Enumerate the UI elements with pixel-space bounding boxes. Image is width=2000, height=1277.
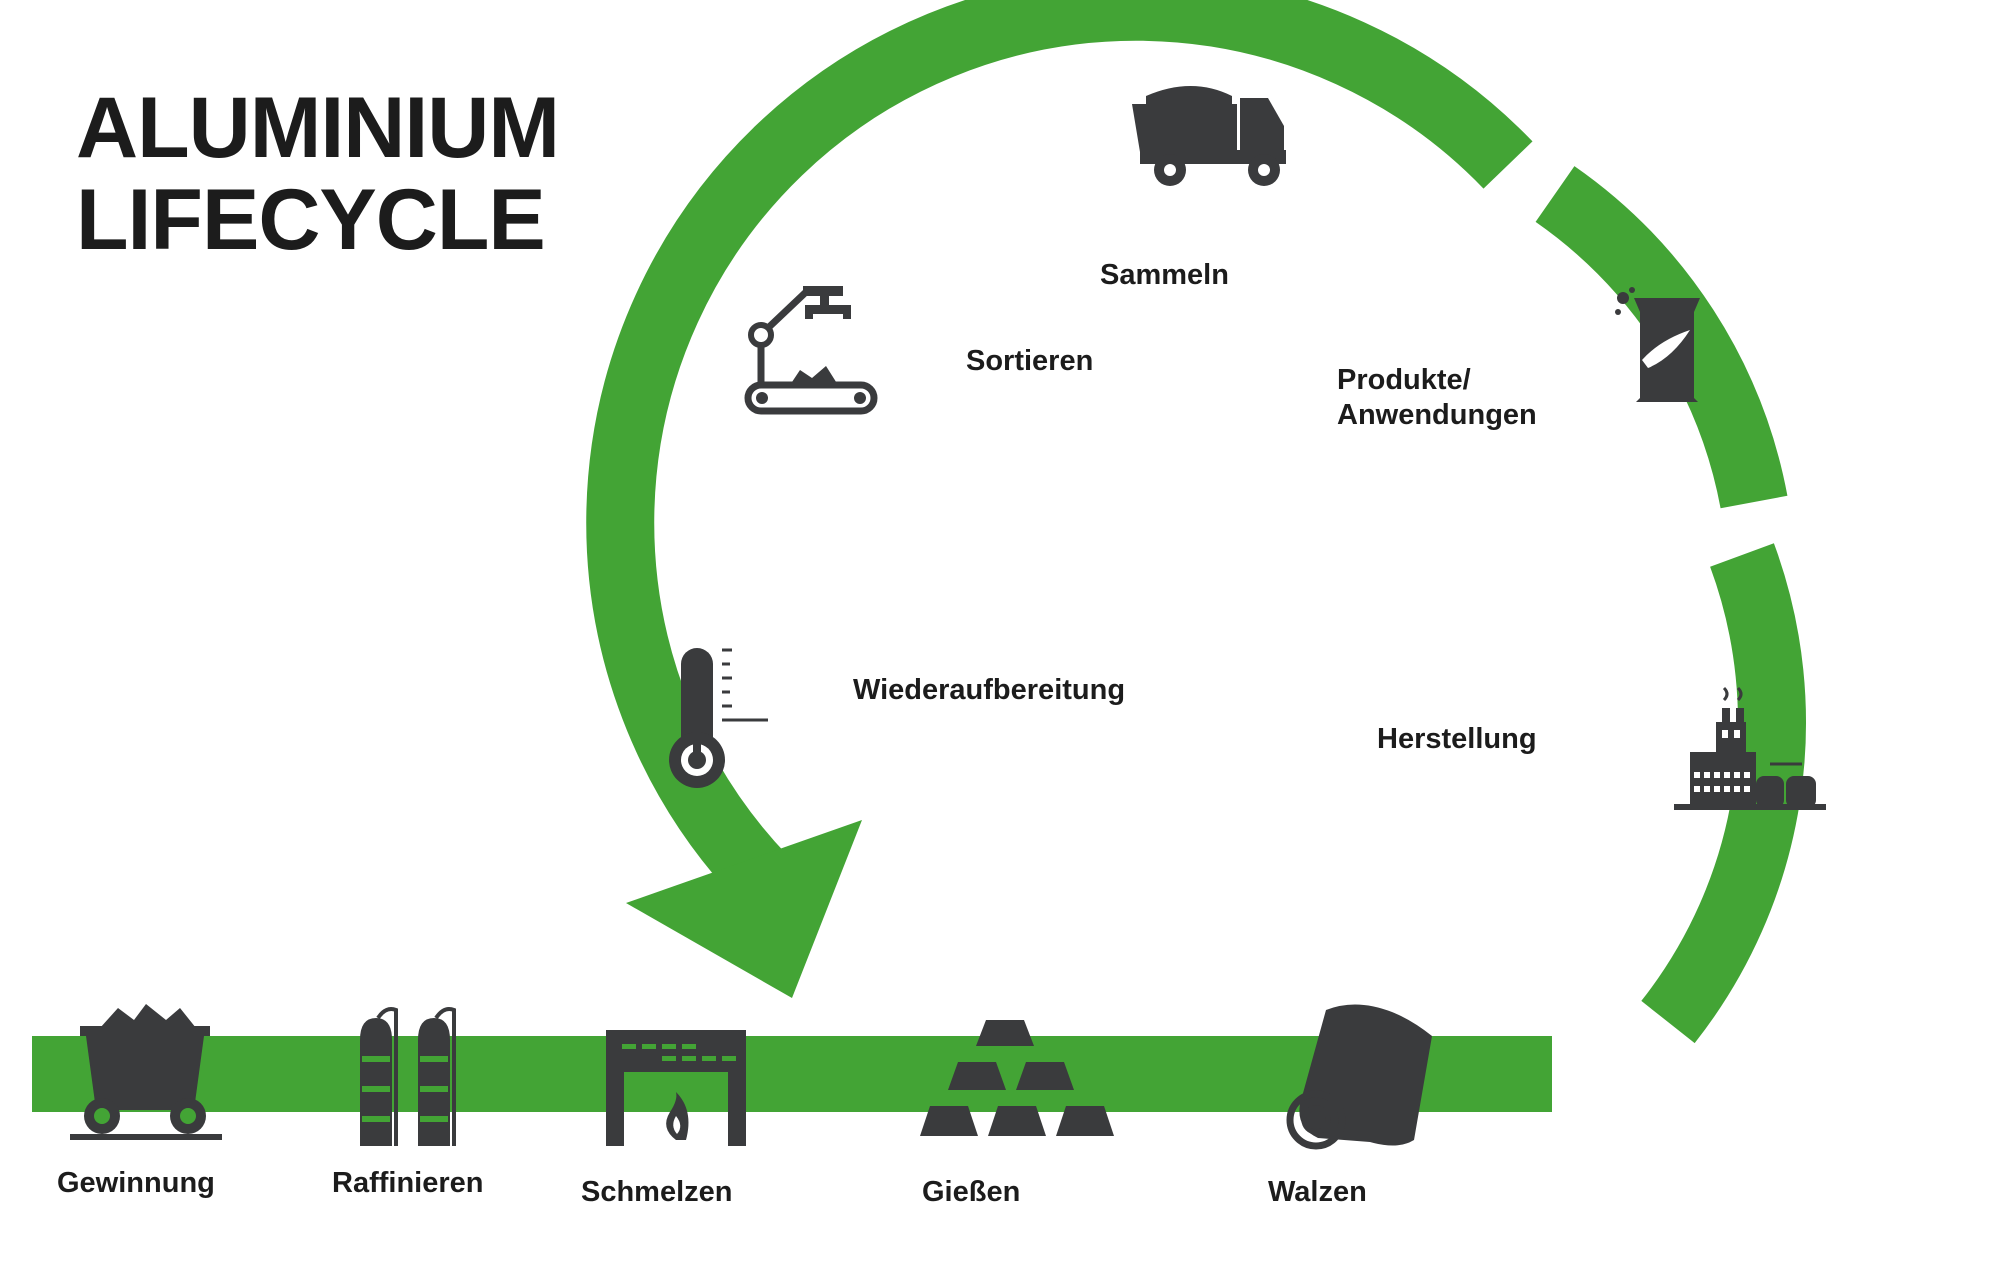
page-title: ALUMINIUM LIFECYCLE [76,80,560,268]
label-produkte-line2: Anwendungen [1337,399,1537,431]
recycling-arrowhead [626,820,862,998]
title-line-2: LIFECYCLE [76,172,546,268]
ingots-icon [920,1020,1114,1136]
label-produkte-line1: Produkte/ [1337,364,1471,396]
beverage-can-icon [1615,287,1700,402]
truck-icon [1132,86,1286,186]
band-corner [1470,1036,1552,1112]
thermometer-icon [669,648,768,788]
label-wiederaufbereitung: Wiederaufbereitung [853,674,1126,706]
mine-cart-icon [70,1004,222,1140]
label-gewinnung: Gewinnung [57,1167,215,1199]
metal-roll-icon [1286,1004,1432,1150]
label-sortieren: Sortieren [966,345,1094,377]
factory-icon [1674,686,1826,810]
label-walzen: Walzen [1268,1176,1367,1208]
label-produkte-anwendungen: Produkte/ Anwendungen [1337,363,1537,433]
label-sammeln: Sammeln [1100,259,1229,291]
refinery-icon [360,1007,456,1146]
furnace-icon [606,1030,746,1146]
label-giessen: Gießen [922,1176,1021,1208]
label-raffinieren: Raffinieren [332,1167,484,1199]
title-line-1: ALUMINIUM [76,80,560,176]
conveyor-robot-icon [744,286,878,415]
label-herstellung: Herstellung [1377,723,1537,755]
label-schmelzen: Schmelzen [581,1176,733,1208]
lifecycle-band [32,1036,1552,1112]
arc-segment-recycling [586,0,1533,904]
